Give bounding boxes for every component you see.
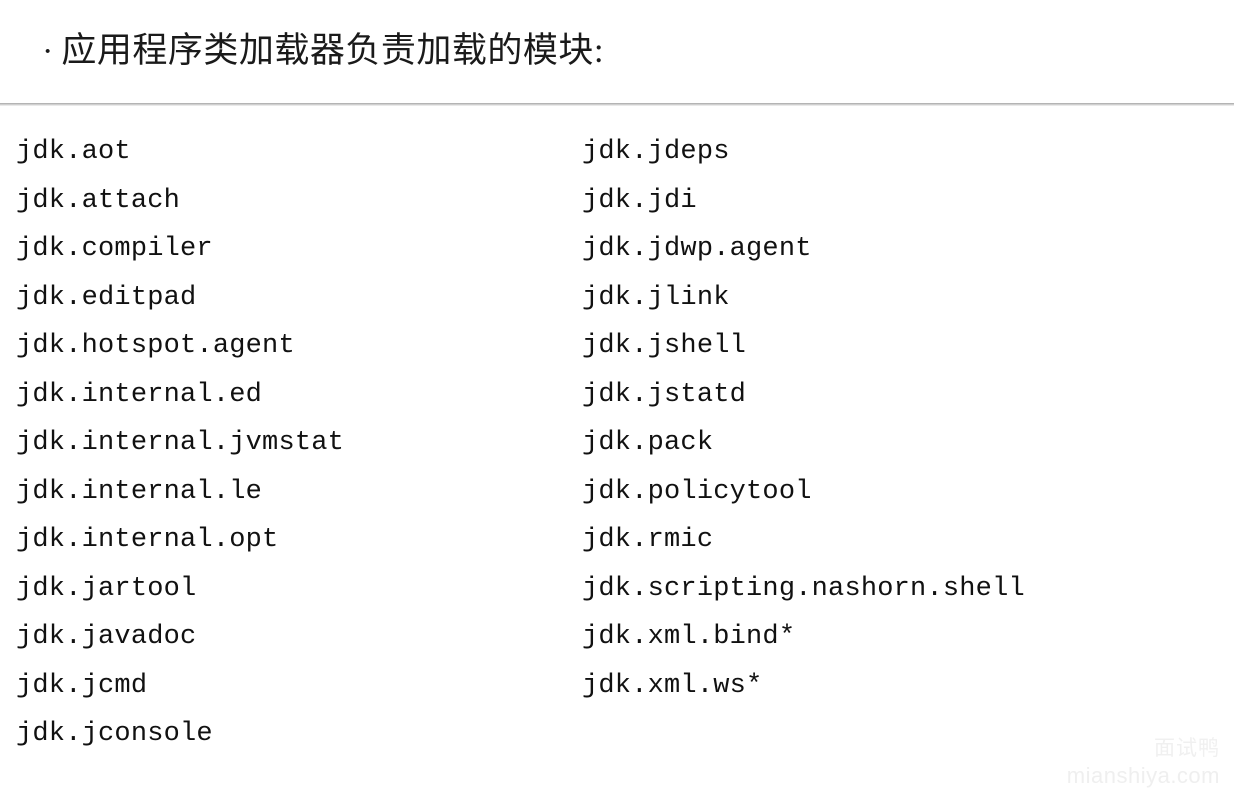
list-item: jdk.internal.jvmstat [16,428,345,458]
list-item: jdk.jstatd [582,379,747,410]
list-item: jdk.hotspot.agent [16,331,295,361]
list-item: jdk.jcmd [16,670,148,701]
header-divider [0,103,1234,106]
list-item: jdk.jartool [16,573,197,604]
module-column-right: jdk.jdeps jdk.jdi jdk.jdwp.agent jdk.jli… [582,128,1025,710]
list-item: jdk.rmic [582,525,714,555]
list-item: jdk.jdeps [582,137,730,167]
list-item: jdk.xml.bind* [582,622,796,652]
list-item: jdk.internal.le [16,476,263,507]
list-item: jdk.xml.ws* [582,670,763,701]
page-title: 应用程序类加载器负责加载的模块: [61,31,605,71]
list-item: jdk.editpad [16,282,197,313]
module-column-left: jdk.aot jdk.attach jdk.compiler jdk.edit… [16,128,344,759]
list-item: jdk.jdwp.agent [582,234,812,264]
list-item: jdk.compiler [16,234,213,264]
list-item: jdk.jdi [582,185,697,216]
list-item: jdk.pack [582,428,714,458]
list-item: jdk.scripting.nashorn.shell [582,573,1025,604]
list-item: jdk.javadoc [16,622,197,652]
list-item: jdk.jconsole [16,719,213,749]
list-item: jdk.jshell [582,331,747,361]
list-item: jdk.internal.opt [16,525,279,555]
bullet-icon: · [42,32,54,70]
module-list: jdk.aot jdk.attach jdk.compiler jdk.edit… [0,128,1234,788]
list-item: jdk.policytool [582,476,812,507]
list-item: jdk.internal.ed [16,379,263,410]
list-item: jdk.aot [16,137,131,167]
slide-title-row: · 应用程序类加载器负责加载的模块: [0,0,1234,103]
list-item: jdk.attach [16,185,181,216]
list-item: jdk.jlink [582,282,730,313]
